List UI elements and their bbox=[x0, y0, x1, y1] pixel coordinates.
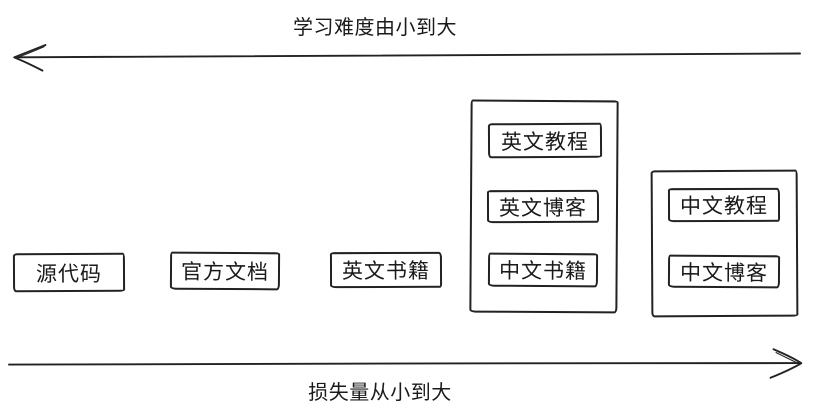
node-chinese-tutorials-label: 中文教程 bbox=[679, 194, 769, 219]
node-chinese-books-label: 中文书籍 bbox=[498, 259, 588, 284]
bottom-axis-label: 损失量从小到大 bbox=[308, 382, 452, 404]
node-chinese-blogs: 中文博客 bbox=[667, 254, 781, 289]
node-english-books: 英文书籍 bbox=[329, 251, 443, 289]
node-english-books-label: 英文书籍 bbox=[341, 259, 431, 284]
top-arrow-left bbox=[13, 44, 801, 72]
top-axis-label: 学习难度由小到大 bbox=[293, 17, 457, 39]
node-source-code: 源代码 bbox=[12, 252, 126, 293]
node-english-tutorials-label: 英文教程 bbox=[500, 130, 590, 154]
node-source-code-label: 源代码 bbox=[35, 262, 103, 286]
node-chinese-blogs-label: 中文博客 bbox=[679, 261, 769, 285]
node-official-docs: 官方文档 bbox=[169, 251, 281, 291]
bottom-arrow-right bbox=[8, 348, 803, 379]
node-english-blogs: 英文博客 bbox=[486, 189, 600, 224]
node-english-blogs-label: 英文博客 bbox=[498, 196, 588, 220]
node-chinese-books: 中文书籍 bbox=[487, 252, 599, 288]
node-official-docs-label: 官方文档 bbox=[180, 260, 270, 285]
node-english-tutorials: 英文教程 bbox=[487, 122, 603, 159]
node-chinese-tutorials: 中文教程 bbox=[667, 187, 781, 223]
